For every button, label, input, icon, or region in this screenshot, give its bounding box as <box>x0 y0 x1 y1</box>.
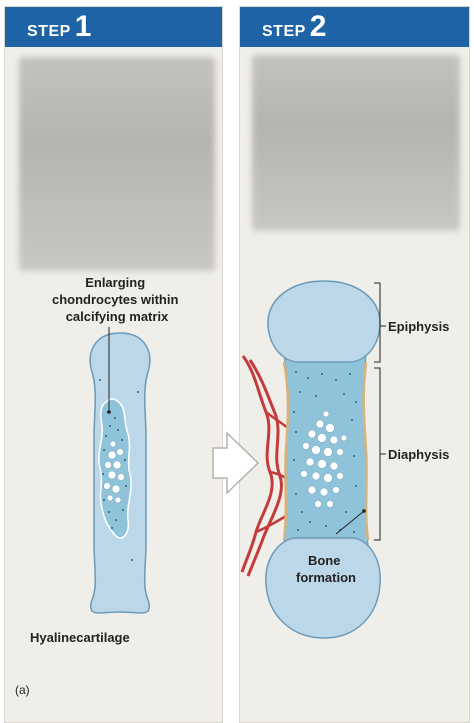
step1-number: 1 <box>74 10 92 43</box>
step1-panel: STEP 1 <box>4 6 223 723</box>
diaphysis-label: Diaphysis <box>388 447 449 462</box>
bone-formation-line2: formation <box>296 570 356 585</box>
step2-hidden-text-block <box>252 55 460 231</box>
step1-hidden-text-block <box>19 57 215 271</box>
bone-formation-line1: Bone <box>308 553 341 568</box>
step2-number: 2 <box>309 10 327 43</box>
panel-letter-label: (a) <box>15 683 30 697</box>
enlarging-label-line1: Enlarging <box>85 275 145 290</box>
transition-arrow <box>212 431 260 495</box>
step1-word: STEP <box>27 23 71 40</box>
epiphysis-bracket <box>374 282 386 363</box>
enlarging-label-line2: chondrocytes within <box>52 292 178 307</box>
enlarging-label-line3: calcifying matrix <box>66 309 169 324</box>
bone-collar-right <box>362 361 370 541</box>
step1-chondrocytes <box>103 440 125 504</box>
svg-text:Bone formation: Bone formation <box>296 553 356 585</box>
svg-text:Enlarging chondrocytes wit: Enlarging chondrocytes within calcifying… <box>52 275 182 324</box>
bone-formation-leader <box>335 510 365 535</box>
step2-word: STEP <box>262 23 306 40</box>
step2-matrix-dots <box>293 371 357 533</box>
enlarging-leader-dot <box>107 410 111 414</box>
step1-header: STEP 1 <box>5 7 222 47</box>
proximal-epiphysis <box>267 280 381 363</box>
step2-chondrocytes <box>300 410 348 508</box>
epiphysis-label: Epiphysis <box>388 319 449 334</box>
bone-collar-left <box>282 361 290 541</box>
hyaline-cartilage-label: Hyalinecartilage <box>30 630 130 645</box>
bone-formation-leader-dot <box>362 509 366 513</box>
distal-epiphysis <box>265 537 381 639</box>
step2-header: STEP 2 <box>240 7 469 47</box>
step1-matrix-dots <box>99 379 139 561</box>
diaphysis-bracket <box>374 367 386 541</box>
